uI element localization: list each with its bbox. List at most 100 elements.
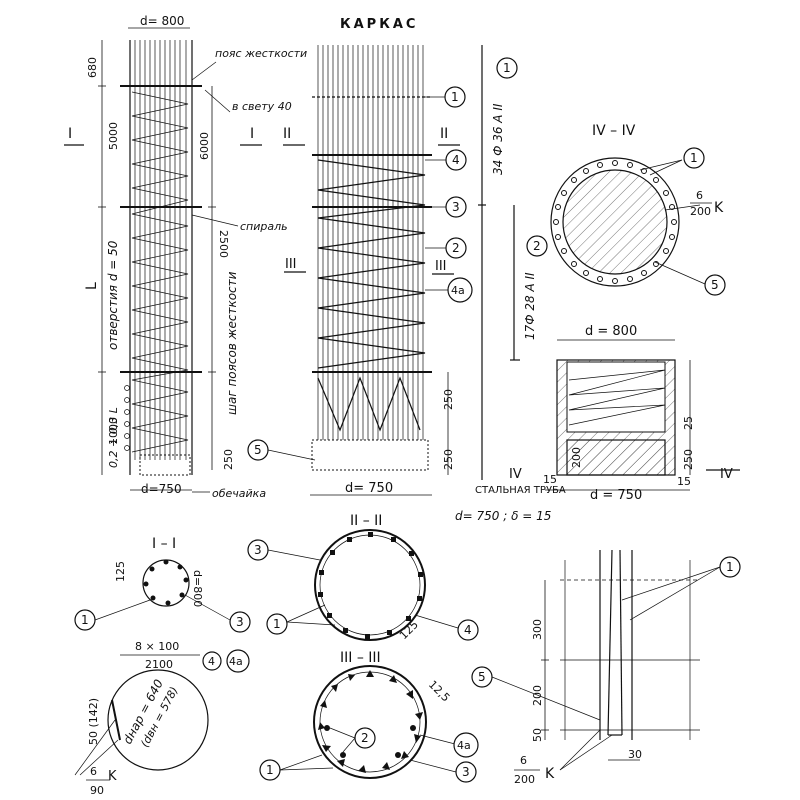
pipe-detail-cage bbox=[566, 361, 666, 433]
svg-text:3: 3 bbox=[254, 543, 262, 557]
joint-dim-300: 300 bbox=[531, 619, 544, 640]
section-II-mark-3: 3 bbox=[247, 539, 321, 561]
section-mark-I-right: I bbox=[250, 126, 254, 142]
section-mark-III-right: III bbox=[435, 259, 447, 274]
section-II-dim-125: 125 bbox=[397, 618, 421, 642]
cage-spiral bbox=[317, 159, 426, 369]
cage-mark-3: 3 bbox=[425, 196, 467, 218]
cage-base bbox=[311, 439, 429, 471]
section-mark-II-right: II bbox=[440, 126, 448, 142]
section-III-rebars bbox=[318, 670, 423, 773]
cage-dim-250a: 250 bbox=[442, 389, 455, 410]
belt-dim-90: 90 bbox=[90, 784, 104, 797]
rebar-1-spec: 34 Ф 36 А II bbox=[491, 103, 505, 175]
section-II-II: II – II 125 3 1 bbox=[247, 513, 479, 642]
dim-d800-label: d= 800 bbox=[140, 14, 184, 28]
belt-weld: K bbox=[108, 769, 117, 784]
belt-length: 2100 bbox=[145, 658, 173, 671]
shell-label: обечайка bbox=[212, 487, 266, 500]
cage-mark-2: 2 bbox=[425, 237, 467, 259]
section-IV-outer bbox=[550, 157, 680, 287]
hole-range-label: 0,2 ÷ 0,3 L bbox=[107, 407, 120, 468]
belt-label: пояс жесткости bbox=[215, 47, 307, 60]
dim-680: 680 bbox=[86, 57, 99, 78]
section-III-title: III – III bbox=[340, 650, 381, 666]
section-I-rebars bbox=[143, 559, 189, 606]
svg-text:2: 2 bbox=[533, 239, 541, 253]
dim-1000: 1000 bbox=[107, 417, 120, 445]
rebar-1-mark: 1 bbox=[496, 57, 518, 79]
dim-L: L bbox=[84, 282, 100, 290]
pipe-detail-dim-15b: 15 bbox=[677, 475, 691, 488]
belt-top-dim: 8 × 100 bbox=[135, 640, 179, 653]
section-mark-IV-right: IV bbox=[720, 467, 733, 482]
spiral-label: спираль bbox=[240, 220, 288, 233]
shell-bottom bbox=[139, 454, 191, 476]
section-III-dim-125: 12,5 bbox=[426, 678, 453, 705]
cage-mark-4a: 4а bbox=[425, 277, 473, 303]
cage-d750: d= 750 bbox=[345, 481, 393, 496]
section-IV-frac-top: 6 bbox=[696, 189, 703, 202]
joint-weld: K bbox=[545, 766, 555, 782]
dim-d750-label: d=750 bbox=[141, 482, 182, 496]
svg-text:4а: 4а bbox=[229, 655, 243, 668]
rebar-2-spec: 17Ф 28 А II bbox=[523, 272, 537, 340]
joint-detail: 300 200 50 30 1 5 6 200 K bbox=[471, 549, 741, 786]
svg-text:5: 5 bbox=[254, 443, 262, 457]
section-III-mark-1: 1 bbox=[259, 754, 334, 781]
joint-frac-bottom: 200 bbox=[514, 773, 535, 786]
pipe-detail-spiral bbox=[568, 369, 666, 426]
joint-frac-top: 6 bbox=[520, 754, 527, 767]
pipe-detail-tube bbox=[566, 439, 666, 476]
svg-text:1: 1 bbox=[726, 560, 734, 574]
section-mark-III-left: III bbox=[285, 257, 297, 272]
section-II-mark-1: 1 bbox=[266, 604, 336, 635]
svg-text:1: 1 bbox=[690, 151, 698, 165]
cage-rebars bbox=[317, 45, 424, 440]
pipe-detail-dim-250: 250 bbox=[682, 449, 695, 470]
svg-text:1: 1 bbox=[503, 61, 511, 75]
section-IV-IV: IV – IV bbox=[550, 123, 726, 296]
svg-text:1: 1 bbox=[273, 617, 281, 631]
svg-text:1: 1 bbox=[81, 613, 89, 627]
belt-step-label: шаг поясов жесткости bbox=[225, 271, 239, 415]
section-IV-title: IV – IV bbox=[592, 123, 636, 139]
tube-params: d= 750 ; δ = 15 bbox=[455, 509, 551, 523]
section-II-rebars bbox=[318, 532, 423, 639]
svg-text:2: 2 bbox=[361, 731, 369, 745]
cage-mark-5: 5 bbox=[247, 439, 316, 461]
cage-view: d= 750 250 250 1 4 3 2 4а bbox=[247, 45, 548, 496]
pipe-detail: d = 800 25 250 200 15 15 d = 750 СТАЛЬНА… bbox=[455, 324, 740, 523]
belt-dim-50: 50 (142) bbox=[87, 698, 100, 745]
clear-span-label: в свету 40 bbox=[232, 100, 292, 113]
rebar-2-mark: 2 bbox=[526, 235, 548, 257]
section-I-title: I – I bbox=[152, 536, 176, 552]
section-mark-IV-left: IV bbox=[509, 467, 522, 482]
section-mark-II-left: II bbox=[283, 126, 291, 142]
cage-mark-1: 1 bbox=[425, 86, 466, 108]
spiral-zigzag bbox=[131, 91, 189, 453]
tube-label: СТАЛЬНАЯ ТРУБА bbox=[475, 485, 566, 496]
pile-rebars bbox=[134, 40, 187, 460]
cage-dim-250b: 250 bbox=[442, 449, 455, 470]
dim-250-left: 250 bbox=[222, 449, 235, 470]
section-I-mark-3: 3 bbox=[184, 594, 251, 633]
svg-text:5: 5 bbox=[478, 670, 486, 684]
section-I-d800: d=800 bbox=[191, 570, 204, 607]
belt-joint bbox=[111, 699, 121, 741]
pipe-detail-dim-200: 200 bbox=[570, 447, 583, 468]
section-IV-rebars bbox=[553, 160, 677, 284]
joint-dim-30: 30 bbox=[628, 748, 642, 761]
svg-text:4: 4 bbox=[464, 623, 472, 637]
section-mark-I-left: I bbox=[68, 126, 72, 142]
svg-text:3: 3 bbox=[462, 765, 470, 779]
svg-text:4а: 4а bbox=[457, 739, 471, 752]
joint-dim-200: 200 bbox=[531, 685, 544, 706]
pile-elevation-view: d= 800 bbox=[64, 14, 307, 500]
section-IV-hatched-core bbox=[562, 169, 668, 275]
joint-dim-50: 50 bbox=[531, 728, 544, 742]
section-III-ring bbox=[313, 665, 427, 779]
pipe-detail-d750: d = 750 bbox=[590, 488, 642, 503]
dim-5000: 5000 bbox=[107, 122, 120, 150]
pipe-detail-d800: d = 800 bbox=[585, 324, 637, 339]
